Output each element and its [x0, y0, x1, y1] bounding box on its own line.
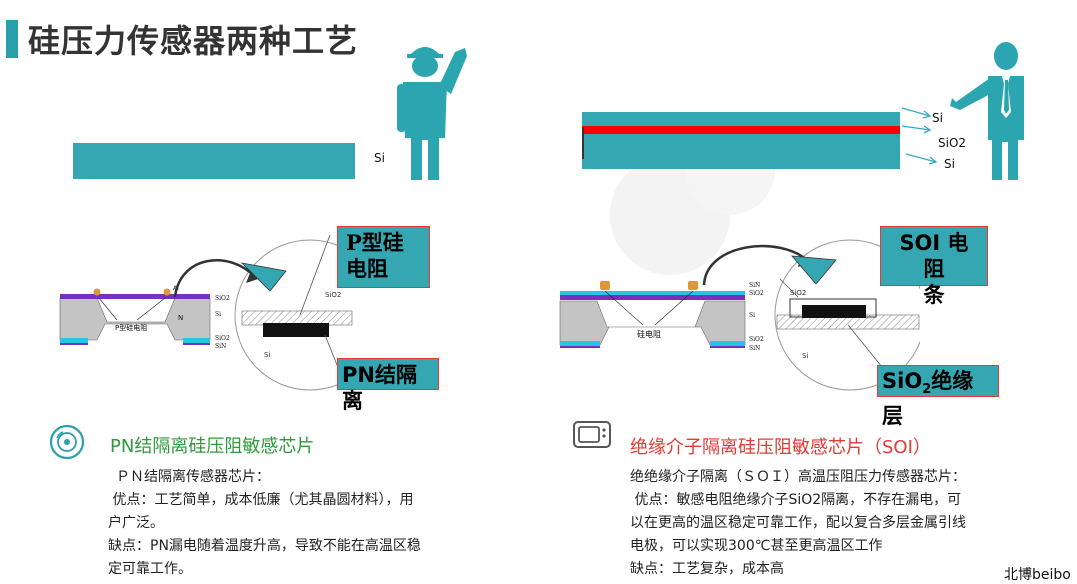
callout-sio2-suffix: 绝缘层: [882, 369, 974, 429]
soi-layer-label-sin-bottom: SiN: [749, 345, 760, 352]
si-bottom-layer: [582, 134, 900, 169]
soi-text-line: 以在更高的温区稳定可靠工作，配以复合多层金属引线: [630, 515, 966, 531]
soi-text-line: 缺点：工艺复杂，成本高: [630, 561, 784, 577]
si-top-layer: [582, 112, 900, 126]
sio2-label: SiO2: [938, 136, 967, 150]
soi-cross-section-diagram: 硅电阻 SiN SiO2 Si SiO2 SiN: [559, 281, 764, 352]
pn-section-heading: PN结隔离硅压阻敏感芯片: [110, 436, 315, 457]
soi-resistor-label: 硅电阻: [637, 329, 661, 339]
pn-text-line: 户广泛。: [108, 515, 164, 531]
zoom-si-label: Si: [264, 351, 270, 359]
soi-text-line: 电极，可以实现300℃甚至更高温区工作: [630, 538, 883, 554]
callout-soi-resistor: SOI 电阻 条: [880, 226, 988, 307]
p-resistor-label: P型硅电阻: [115, 323, 147, 332]
si-label: Si: [374, 151, 385, 165]
pn-text-line: 缺点：PN漏电随着温度升高，导致不能在高温区稳: [108, 538, 421, 554]
layer-edge-mark: [582, 127, 584, 159]
soi-text-line: 优点：敏感电阻绝缘介子SiO2隔离，不存在漏电，可: [630, 492, 962, 508]
callout-sio2-subscript: 2: [922, 382, 932, 398]
zoom-arrow-icon: [240, 262, 287, 292]
n-label: N: [178, 314, 183, 322]
worker-pointing-up-icon: [397, 47, 467, 180]
si-top-label: Si: [932, 111, 943, 125]
layer-pointer-arrows: [901, 107, 938, 165]
presenter-icon: [950, 42, 1024, 180]
soi-layer-label-sin-top: SiN: [749, 282, 760, 289]
page-title: 硅压力传感器两种工艺: [28, 22, 359, 60]
layer-label-sin: SiN: [215, 343, 226, 350]
soi-zoom-arrow-icon: [791, 255, 837, 285]
si-wafer-slab: [73, 143, 355, 179]
pn-text-line: 优点：工艺简单，成本低廉（尤其晶圆材料），用: [108, 492, 414, 508]
pn-text-line: ＰＮ结隔离传感器芯片：: [116, 469, 270, 485]
soi-layer-label-si: Si: [749, 312, 755, 319]
disc-icon: [49, 424, 85, 460]
callout-p-type-resistor: P型硅 电阻: [337, 226, 430, 288]
soi-section-heading: 绝缘介子隔离硅压阻敏感芯片（SOI）: [630, 437, 931, 458]
layer-label-sio2-bottom: SiO2: [215, 335, 230, 342]
layer-label-sio2-top: SiO2: [215, 295, 230, 302]
pn-section-body: ＰＮ结隔离传感器芯片： 优点：工艺简单，成本低廉（尤其晶圆材料），用 户广泛。 …: [108, 466, 478, 581]
soi-text-line: 绝绝缘介子隔离（ＳＯＩ）高温压阻压力传感器芯片：: [630, 469, 966, 485]
callout-sio2-insulation: SiO2绝缘层: [877, 365, 999, 428]
title-accent-bar: [6, 20, 18, 58]
si-bottom-label: Si: [944, 157, 955, 171]
credit-label: 北博beibo: [1004, 567, 1071, 583]
pn-zoom-detail: SiO2 Si: [173, 234, 360, 391]
callout-sio2-prefix: SiO: [882, 369, 923, 393]
soi-layer-label-sio2-top: SiO2: [749, 290, 764, 297]
zoom-sio2-label: SiO2: [325, 291, 341, 299]
callout-pn-isolation: PN结隔离: [337, 358, 439, 413]
layer-label-si: Si: [215, 311, 221, 318]
soi-layer-label-sio2-bottom: SiO2: [749, 336, 764, 343]
pn-text-line: 定可靠工作。: [108, 561, 192, 577]
tv-icon: [573, 421, 611, 448]
sio2-layer: [582, 126, 900, 134]
soi-zoom-si-label: Si: [802, 352, 808, 360]
soi-section-body: 绝绝缘介子隔离（ＳＯＩ）高温压阻压力传感器芯片： 优点：敏感电阻绝缘介子SiO2…: [630, 466, 1010, 581]
soi-zoom-sio2-label: SiO2: [790, 289, 806, 297]
